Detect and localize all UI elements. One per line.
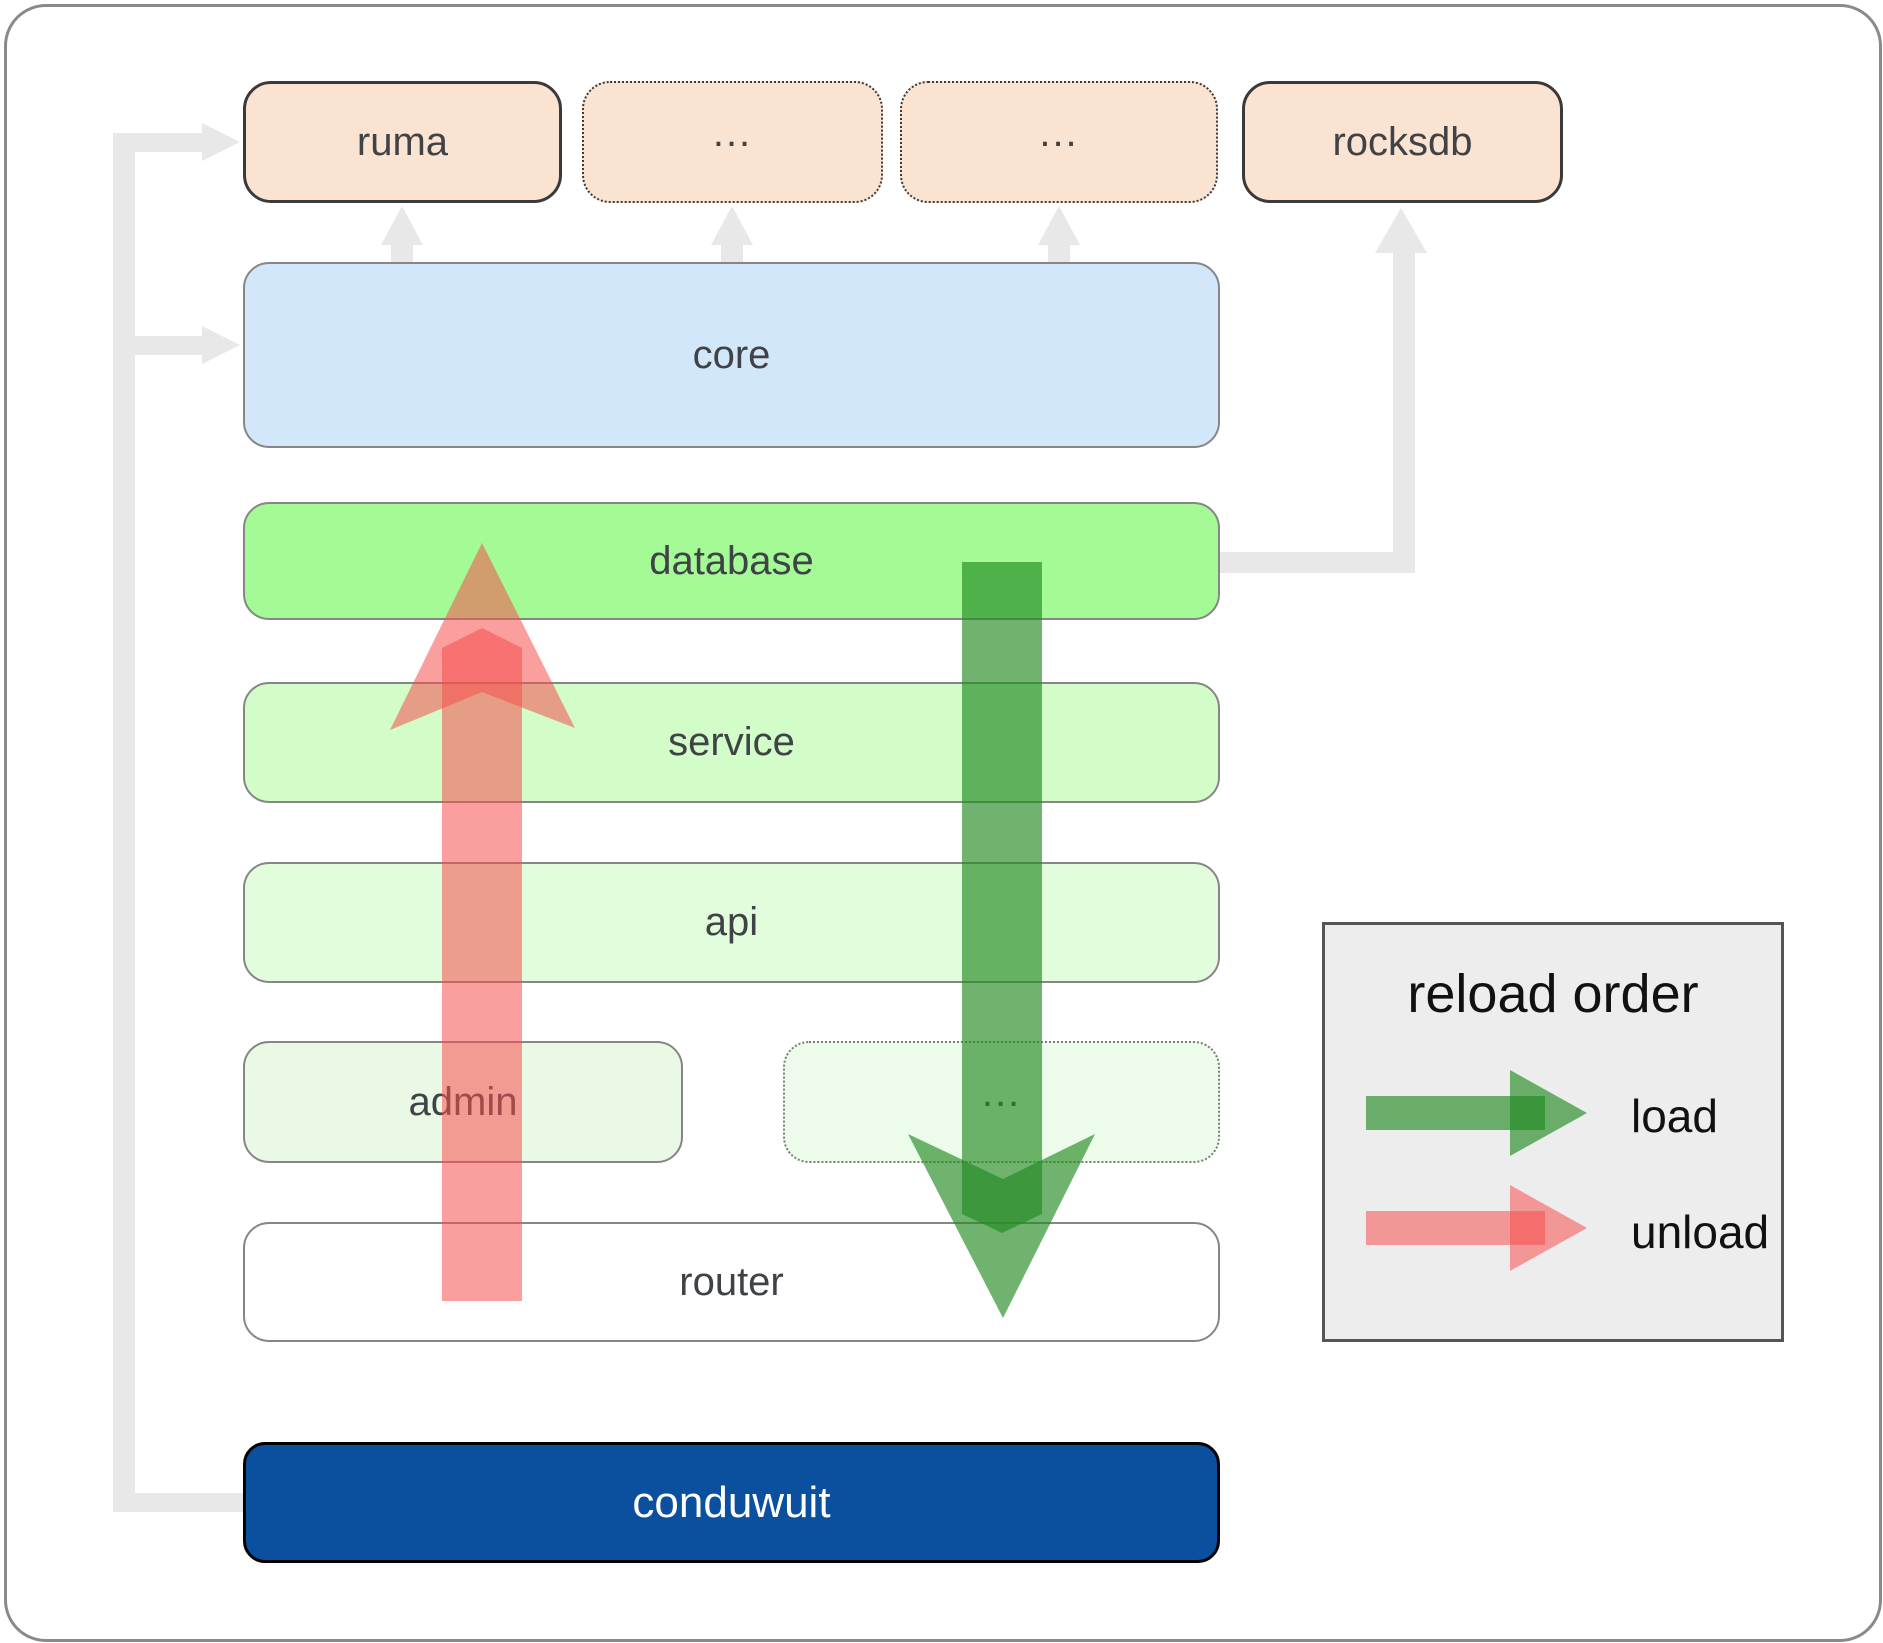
load-arrow-head-icon (908, 1134, 1095, 1318)
legend-load-label: load (1631, 1090, 1718, 1142)
node-service-label: service (668, 720, 795, 764)
legend-load-arrow-icon (1366, 1070, 1587, 1156)
node-api: api (243, 862, 1220, 983)
arrowhead-core-depa-icon (711, 206, 753, 245)
arrowhead-to-ruma-icon (202, 123, 240, 161)
node-database: database (243, 502, 1220, 620)
connector-core-depb (1048, 243, 1070, 263)
legend-unload-label: unload (1631, 1206, 1770, 1258)
node-dependency-a-label: ... (712, 110, 753, 155)
node-api-label: api (704, 900, 759, 944)
node-ruma: ruma (243, 81, 562, 203)
node-ruma-label: ruma (356, 119, 449, 164)
node-conduwuit: conduwuit (243, 1442, 1220, 1563)
connector-core-ruma (391, 243, 413, 263)
connector-from-conduwuit (113, 1493, 243, 1512)
arrowhead-core-ruma-icon (381, 206, 423, 245)
arrowhead-to-core-icon (202, 326, 240, 364)
unload-arrow-shaft (442, 628, 522, 1301)
node-conduwuit-label: conduwuit (632, 1477, 831, 1527)
connector-to-core (113, 336, 203, 355)
load-arrow (908, 562, 1095, 1318)
connector-to-ruma (113, 133, 203, 152)
node-database-label: database (649, 538, 814, 583)
node-router: router (243, 1222, 1220, 1342)
node-rocksdb-label: rocksdb (1332, 119, 1473, 164)
node-core-label: core (692, 332, 771, 377)
legend-title: reload order (1407, 964, 1699, 1024)
node-router-label: router (679, 1259, 784, 1304)
node-rocksdb: rocksdb (1242, 81, 1563, 203)
arrowhead-core-depb-icon (1038, 206, 1080, 245)
load-arrow-shaft (962, 562, 1042, 1233)
connector-database-rocksdb-h (1220, 552, 1415, 573)
legend: reload order load unload (1322, 922, 1784, 1342)
node-core: core (243, 262, 1220, 448)
node-dependency-b-label: ... (1039, 110, 1079, 155)
unload-arrow-head-icon (390, 543, 575, 730)
arrowhead-database-rocksdb-icon (1375, 208, 1427, 253)
legend-unload-arrow-icon (1366, 1185, 1587, 1271)
connector-core-depa (721, 243, 743, 263)
connector-left-trunk (113, 133, 135, 1512)
unload-arrow (390, 543, 575, 1301)
node-dependency-a: ... (582, 81, 883, 203)
node-dependency-b: ... (900, 81, 1218, 203)
connector-database-rocksdb-v (1393, 253, 1415, 573)
